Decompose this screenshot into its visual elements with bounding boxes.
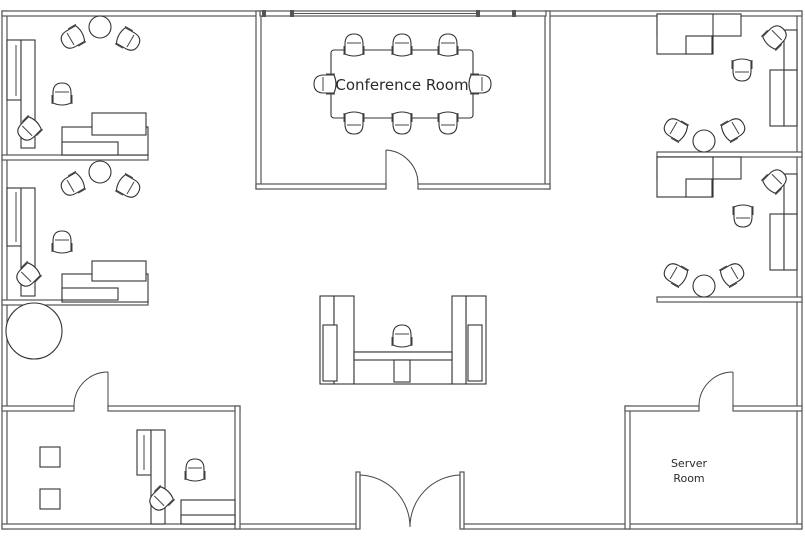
chair-icon xyxy=(732,204,754,228)
chair-icon xyxy=(718,114,749,144)
chair-icon xyxy=(113,172,144,202)
chair-icon xyxy=(660,114,691,144)
chair-icon xyxy=(731,58,753,82)
right-office-2 xyxy=(656,156,803,303)
chair-icon xyxy=(391,111,413,135)
left-office-2 xyxy=(1,160,149,306)
chair-icon xyxy=(51,230,73,254)
conference-door xyxy=(385,149,419,185)
server-room: Server Room xyxy=(624,371,803,530)
round-table xyxy=(5,302,63,360)
chair-icon xyxy=(313,73,337,95)
round-table xyxy=(88,160,112,184)
chair-icon xyxy=(717,259,748,289)
chair-icon xyxy=(660,259,691,289)
chair-icon xyxy=(184,458,206,482)
conference-room: Conference Room xyxy=(255,10,551,190)
chair-icon xyxy=(391,324,413,348)
conference-room-label: Conference Room xyxy=(335,76,468,94)
chair-icon xyxy=(437,111,459,135)
bottom-left-door xyxy=(73,371,109,407)
chair-icon xyxy=(12,260,43,291)
server-room-door xyxy=(698,371,734,407)
round-table xyxy=(692,129,716,153)
server-room-label-line2: Room xyxy=(673,472,704,485)
bottom-left-office xyxy=(1,371,241,530)
right-office-1 xyxy=(656,13,803,158)
chair-icon xyxy=(51,82,73,106)
cabinet xyxy=(39,446,61,468)
round-table xyxy=(88,15,112,39)
chair-icon xyxy=(57,23,88,53)
chair-icon xyxy=(13,114,44,145)
cabinet xyxy=(39,488,61,510)
chair-icon xyxy=(57,170,88,200)
chair-icon xyxy=(343,111,365,135)
round-table xyxy=(692,274,716,298)
chair-icon xyxy=(343,33,365,57)
chair-icon xyxy=(145,484,176,515)
chair-icon xyxy=(468,73,492,95)
reception-desk xyxy=(319,295,487,385)
server-room-label-line1: Server xyxy=(671,457,708,470)
chair-icon xyxy=(113,25,144,55)
left-office-1 xyxy=(1,15,149,161)
chair-icon xyxy=(437,33,459,57)
entrance-double-door xyxy=(355,471,465,530)
chair-icon xyxy=(391,33,413,57)
